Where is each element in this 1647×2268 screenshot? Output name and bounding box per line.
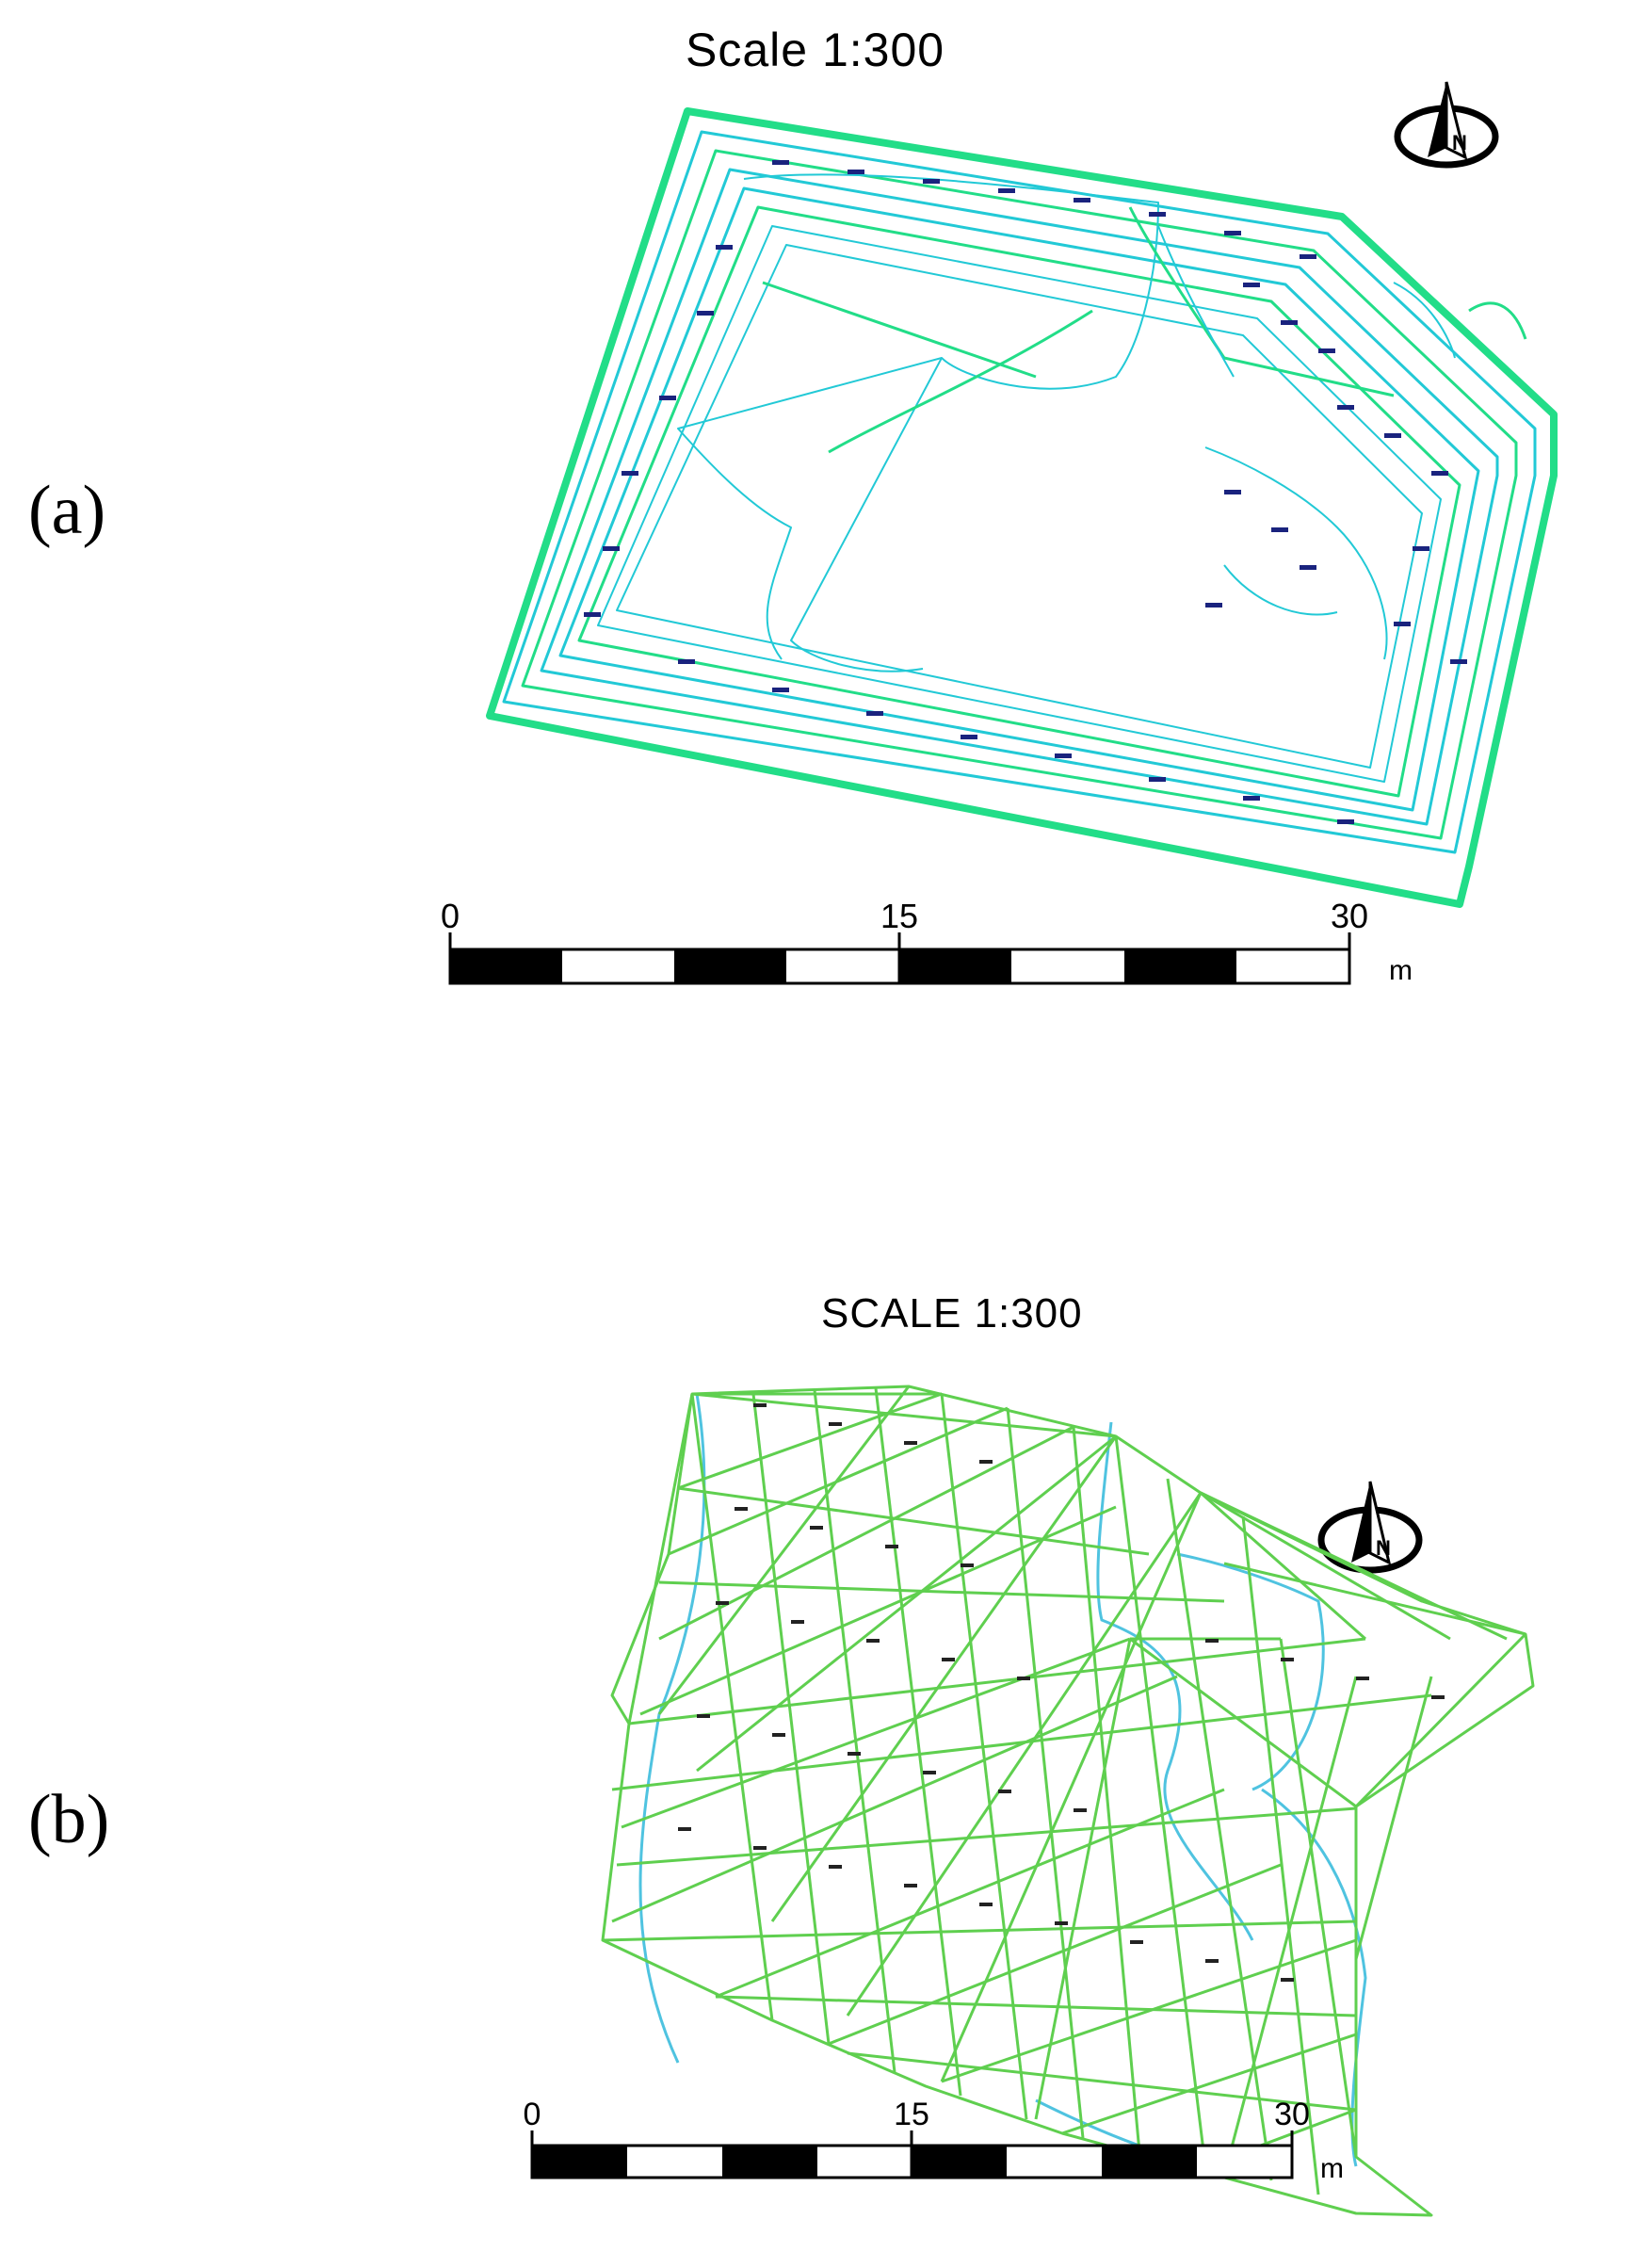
panel-b-tin-model: (b) SCALE 1:300 N	[0, 1111, 1647, 2268]
scalebar-b-tick-30: 30	[1274, 2097, 1310, 2132]
panel-b-scale-title: SCALE 1:300	[821, 1290, 1083, 1336]
scalebar-tick-0: 0	[441, 897, 460, 935]
panel-b-label: (b)	[28, 1781, 110, 1858]
panel-a-label: (a)	[28, 472, 106, 549]
north-letter: N	[1452, 131, 1467, 154]
scalebar-b-unit: m	[1320, 2153, 1344, 2184]
north-arrow-icon: N	[1394, 81, 1499, 169]
scalebar-unit: m	[1389, 955, 1413, 986]
panel-a-scalebar: 0 15 30 m	[441, 897, 1413, 986]
scalebar-tick-30: 30	[1331, 897, 1368, 935]
north-letter-b: N	[1376, 1536, 1391, 1560]
scalebar-b-tick-0: 0	[524, 2097, 541, 2132]
scalebar-b-tick-15: 15	[894, 2097, 929, 2132]
contour-lines	[486, 107, 1558, 908]
north-arrow-icon: N	[1317, 1481, 1423, 1574]
panel-a-scale-title: Scale 1:300	[686, 24, 945, 76]
scalebar-tick-15: 15	[880, 897, 918, 935]
panel-a-contour-map: (a) Scale 1:300 N	[0, 0, 1647, 1111]
panel-a-drawing: N	[441, 81, 1558, 986]
panel-b-point-marks	[678, 1403, 1445, 1982]
panel-b-tin-mesh	[601, 1385, 1535, 2217]
panel-b-drawing: N	[524, 1385, 1535, 2217]
panel-b-scalebar: 0 15 30 m	[524, 2097, 1344, 2184]
elevation-label-marks	[584, 160, 1467, 824]
